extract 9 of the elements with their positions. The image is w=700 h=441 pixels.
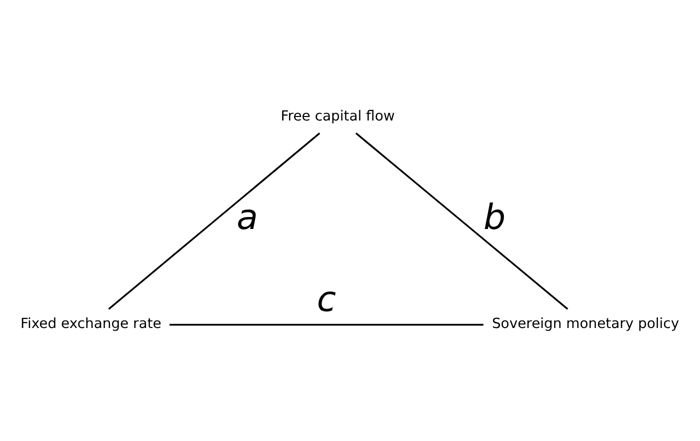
node-text: Sovereign monetary policy [492,316,680,332]
connector [355,132,568,310]
edge-label: b [483,197,506,238]
connector [170,323,484,326]
edge-label: c [316,279,336,320]
edge-label: a [236,197,258,238]
node-text: Fixed exchange rate [20,316,162,332]
node-text: Free capital flow [280,108,395,124]
connector [108,132,320,310]
